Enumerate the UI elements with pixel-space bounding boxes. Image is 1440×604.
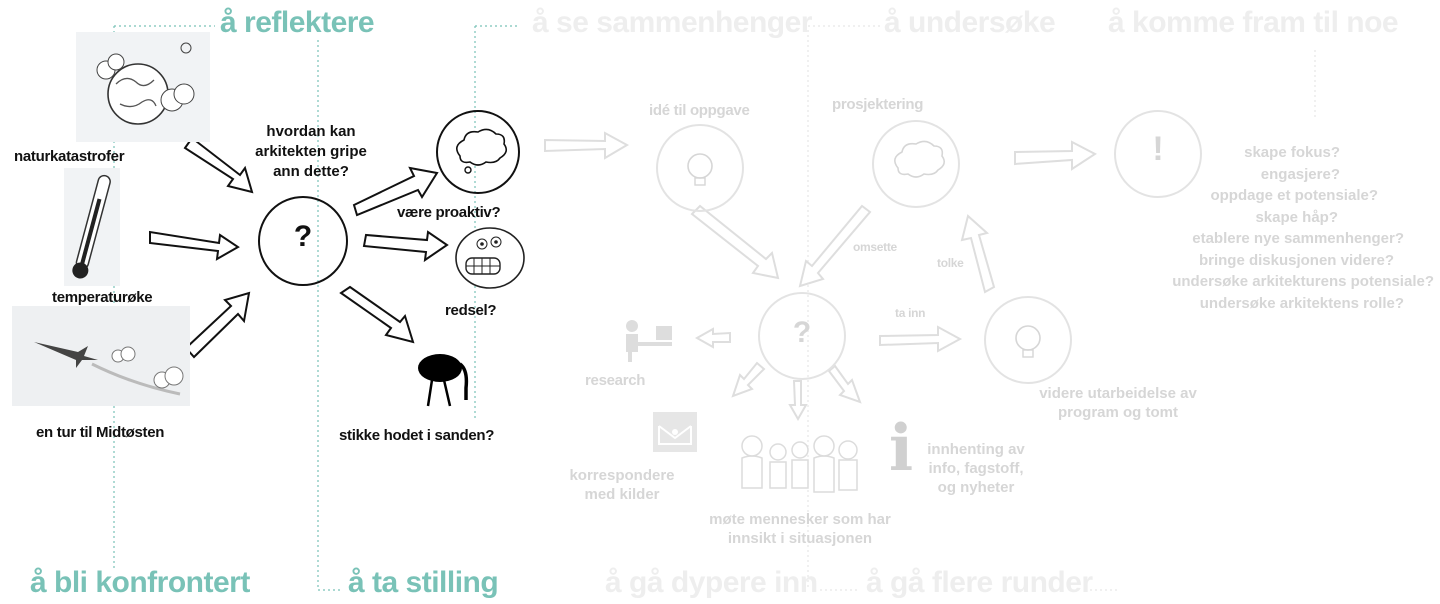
- label-trip: en tur til Midtøsten: [36, 424, 165, 441]
- gather-line-3: og nyheter: [937, 479, 1015, 496]
- info-illustration: i: [884, 416, 918, 482]
- faded-question-mark-icon: ?: [792, 316, 812, 349]
- airplane-illustration: [12, 306, 190, 406]
- exclamation-icon: !: [1152, 130, 1164, 168]
- goal-item: bringe diskusjonen videre?: [1198, 251, 1394, 269]
- question-line-1: hvordan kan: [266, 123, 356, 140]
- info-icon: i: [888, 411, 914, 486]
- gather-line-1: innhenting av: [927, 441, 1025, 458]
- scared-face-icon: [455, 227, 525, 289]
- label-ostrich: stikke hodet i sanden?: [339, 427, 495, 444]
- elaborate-line-2: program og tomt: [1058, 404, 1178, 421]
- label-take-in: ta inn: [895, 306, 926, 320]
- fear-illustration: [448, 224, 528, 292]
- heading-deeper: å gå dypere inn: [605, 566, 818, 599]
- envelope-icon: [653, 412, 697, 452]
- correspond-line-1: korrespondere: [569, 467, 675, 484]
- ostrich-icon: [418, 354, 469, 407]
- people-illustration: [734, 430, 864, 506]
- heading-confronted: å bli konfrontert: [30, 566, 250, 599]
- elaborate-line-1: videre utarbeidelse av: [1039, 385, 1197, 402]
- goals-list: skape fokus? engasjere? oppdage et poten…: [1120, 142, 1438, 314]
- person-at-desk-icon: [626, 320, 672, 362]
- lightbulb-faded-icon: [1015, 325, 1041, 358]
- thought-bubble-faded-icon: [894, 140, 946, 178]
- label-temperature: temperaturøke: [52, 289, 153, 306]
- label-fear: redsel?: [445, 302, 497, 319]
- heading-conclude: å komme fram til noe: [1108, 6, 1399, 39]
- heading-take-stance: å ta stilling: [348, 566, 499, 599]
- research-illustration: [622, 318, 678, 364]
- heading-connections: å se sammenhenger: [532, 6, 812, 39]
- gather-text: innhenting av info, fagstoff, og nyheter: [916, 440, 1036, 497]
- globe-icon: [76, 32, 210, 142]
- heading-reflect: å reflektere: [220, 6, 375, 39]
- label-idea: idé til oppgave: [649, 102, 750, 119]
- goal-item: skape håp?: [1255, 208, 1338, 226]
- label-interpret: tolke: [937, 256, 964, 270]
- goal-item: undersøke arkitektens rolle?: [1199, 294, 1404, 312]
- heading-rounds: å gå flere runder: [866, 566, 1093, 599]
- question-mark-icon: ?: [293, 220, 313, 253]
- gather-line-2: info, fagstoff,: [928, 460, 1024, 477]
- label-convert: omsette: [853, 240, 897, 254]
- heading-examine: å undersøke: [884, 6, 1056, 39]
- center-question-circle: [758, 292, 846, 380]
- elaborate-circle: [984, 296, 1072, 384]
- label-proactive: være proaktiv?: [397, 204, 501, 221]
- goal-item: etablere nye sammenhenger?: [1192, 230, 1404, 247]
- label-projecting: prosjektering: [832, 96, 924, 113]
- thermometer-icon: [72, 174, 111, 279]
- meet-line-1: møte mennesker som har: [709, 511, 891, 528]
- label-natural-disasters: naturkatastrofer: [14, 148, 125, 165]
- label-research: research: [585, 372, 646, 389]
- meet-line-2: innsikt i situasjonen: [727, 530, 873, 547]
- letter-illustration: [651, 410, 699, 454]
- conclusion-circle: [1114, 110, 1202, 198]
- ostrich-illustration: [410, 350, 472, 408]
- correspond-text: korrespondere med kilder: [560, 466, 684, 504]
- globe-illustration: [76, 32, 210, 142]
- goal-item: oppdage et potensiale?: [1210, 187, 1378, 204]
- question-circle: [258, 196, 348, 286]
- thought-circle: [436, 110, 520, 194]
- meet-text: møte mennesker som har innsikt i situasj…: [700, 510, 900, 548]
- thermometer-illustration: [64, 168, 120, 286]
- elaborate-text: videre utarbeidelse av program og tomt: [1018, 384, 1218, 422]
- goal-item: engasjere?: [1260, 165, 1340, 183]
- question-line-3: ann dette?: [273, 163, 349, 180]
- goal-item: undersøke arkitekturens potensiale?: [1172, 273, 1434, 290]
- idea-circle: [656, 124, 744, 212]
- question-line-2: arkitekten gripe: [255, 143, 367, 160]
- goal-item: skape fokus?: [1244, 144, 1340, 161]
- projecting-circle: [872, 120, 960, 208]
- airplane-icon: [34, 342, 184, 396]
- lightbulb-icon: [687, 153, 713, 186]
- thought-bubble-icon: [456, 128, 508, 174]
- question-text: hvordan kan arkitekten gripe ann dette?: [236, 122, 386, 182]
- group-of-people-icon: [741, 435, 858, 493]
- correspond-line-2: med kilder: [584, 486, 660, 503]
